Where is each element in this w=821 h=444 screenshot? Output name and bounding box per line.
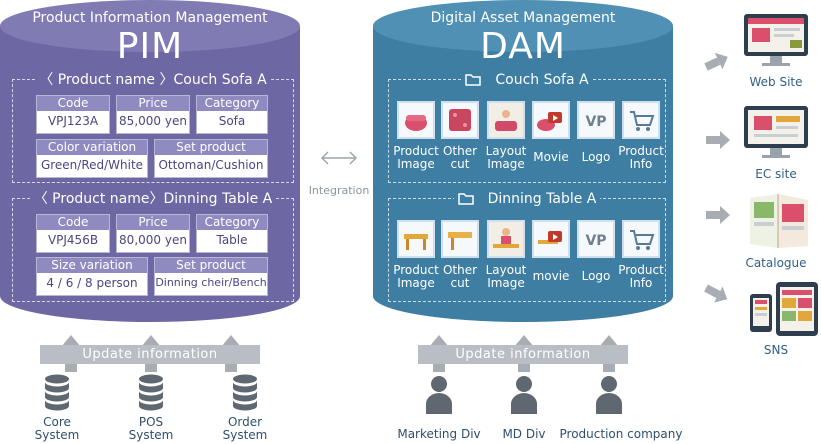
logo-thumbnail: VP (577, 101, 615, 139)
output-label: Catalogue (745, 256, 807, 270)
pim-product-heading: 〈 Product name 〉Couch Sofa A (12, 72, 294, 88)
asset-label: Product Image (393, 144, 439, 171)
dam-title: DAM (480, 26, 566, 67)
other-cut-thumbnail (441, 220, 479, 258)
product-image-thumbnail (397, 220, 435, 258)
asset-label: Layout Image (485, 263, 527, 290)
person-icon (509, 374, 539, 414)
logo-thumbnail: VP (577, 220, 615, 258)
asset-label: movie (532, 269, 570, 283)
pim-title: PIM (116, 26, 184, 67)
person-icon (594, 374, 624, 414)
pim-cylinder-top (0, 0, 300, 52)
dam-update-bar: Update information (418, 345, 628, 364)
dam-subtitle: Digital Asset Management (430, 10, 616, 26)
database-icon (44, 374, 70, 412)
dam-folder-heading: Dinning Table A (388, 191, 666, 209)
source-label: Production company (559, 427, 683, 441)
ec-site-monitor-icon (740, 104, 812, 162)
pim-subtitle: Product Information Management (32, 10, 268, 26)
source-label: POS System (128, 415, 174, 442)
folder-icon (465, 73, 482, 90)
dam-cylinder-top (373, 0, 673, 52)
integration-arrow (321, 151, 357, 165)
product-info-thumbnail (622, 220, 660, 258)
product-info-thumbnail (622, 101, 660, 139)
asset-label: Other cut (442, 263, 478, 290)
output-label: Web Site (749, 75, 803, 89)
database-icon (232, 374, 258, 412)
layout-image-thumbnail (487, 220, 525, 258)
database-icon (138, 374, 164, 412)
other-cut-thumbnail (441, 101, 479, 139)
pim-update-bar: Update information (40, 345, 260, 364)
asset-label: Movie (533, 150, 569, 164)
output-label: SNS (763, 343, 789, 357)
asset-label: Logo (581, 269, 611, 283)
integration-label: Integration (308, 184, 370, 197)
web-site-monitor-icon (740, 12, 812, 70)
dam-folder-heading: Couch Sofa A (388, 72, 666, 90)
svg-text:VP: VP (585, 233, 606, 249)
asset-label: Product Info (618, 144, 664, 171)
movie-thumbnail (532, 101, 570, 139)
asset-label: Logo (581, 150, 611, 164)
sns-devices-icon (748, 280, 820, 338)
catalogue-icon (748, 190, 810, 252)
asset-label: Product Info (618, 263, 664, 290)
source-label: Core System (34, 415, 80, 442)
pim-product-heading: 〈 Product name〉Dinning Table A (12, 191, 294, 207)
asset-label: Other cut (442, 144, 478, 171)
output-arrows (704, 52, 730, 303)
source-label: Marketing Div (397, 427, 481, 441)
folder-icon (457, 192, 474, 209)
output-label: EC site (755, 167, 797, 181)
svg-text:VP: VP (585, 114, 606, 130)
asset-label: Layout Image (485, 144, 527, 171)
person-icon (424, 374, 454, 414)
movie-thumbnail (532, 220, 570, 258)
asset-label: Product Image (393, 263, 439, 290)
product-image-thumbnail (397, 101, 435, 139)
layout-image-thumbnail (487, 101, 525, 139)
source-label: Order System (222, 415, 268, 442)
source-label: MD Div (502, 427, 546, 441)
